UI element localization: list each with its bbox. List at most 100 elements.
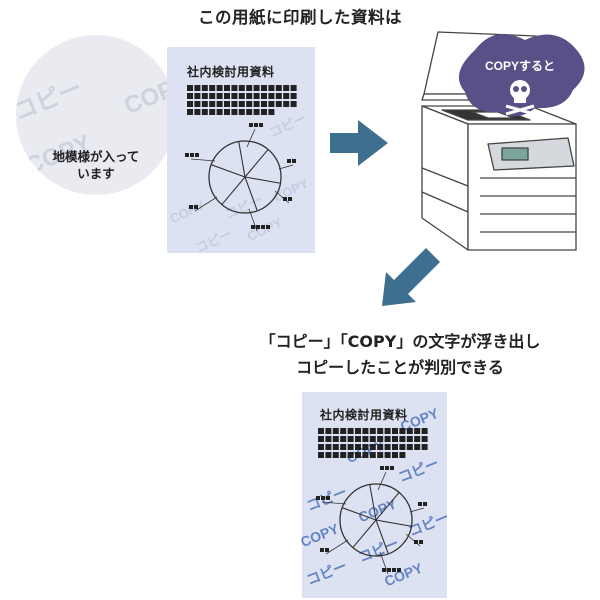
label-block bbox=[287, 159, 291, 163]
text-block bbox=[194, 109, 201, 115]
label-block bbox=[261, 225, 265, 229]
text-block bbox=[216, 93, 223, 99]
text-block bbox=[392, 428, 398, 434]
label-block bbox=[418, 502, 422, 506]
text-block bbox=[318, 428, 324, 434]
text-block bbox=[231, 109, 238, 115]
original-doc-title: 社内検討用資料 bbox=[187, 65, 275, 79]
text-block bbox=[399, 452, 406, 458]
text-block bbox=[187, 101, 193, 107]
text-block bbox=[275, 85, 282, 91]
label-block bbox=[385, 466, 389, 470]
text-block bbox=[209, 85, 216, 91]
text-block bbox=[318, 452, 324, 458]
copied-document-watermarks: COPY COPY コピー コピー COPY コピー COPY コピー コピー … bbox=[298, 405, 451, 590]
pie-slice-line bbox=[375, 519, 412, 527]
text-block bbox=[209, 93, 216, 99]
label-block bbox=[380, 466, 384, 470]
text-block bbox=[332, 444, 339, 450]
label-block bbox=[414, 540, 418, 544]
text-block bbox=[231, 101, 238, 107]
text-block bbox=[261, 85, 267, 91]
circle-watermark-jp: コピー bbox=[16, 74, 86, 126]
text-block bbox=[355, 428, 361, 434]
pie-outline bbox=[208, 140, 282, 214]
text-block bbox=[268, 101, 275, 107]
pie-slice-line bbox=[244, 149, 269, 178]
original-document-watermarks: コピー COPY COPY コピー コピー COPY bbox=[167, 110, 311, 256]
text-block bbox=[377, 436, 384, 442]
text-block bbox=[194, 85, 201, 91]
text-block bbox=[187, 93, 193, 99]
pie-slice-line bbox=[244, 176, 281, 184]
circle-caption-line1: 地模様が入って bbox=[52, 149, 140, 164]
speech-bubble: COPYすると bbox=[458, 33, 585, 117]
text-block bbox=[340, 452, 347, 458]
text-block bbox=[268, 93, 275, 99]
text-block bbox=[362, 452, 369, 458]
text-block bbox=[421, 444, 428, 450]
heading-mid-line2: コピーしたことが判別できる bbox=[296, 358, 504, 377]
text-block bbox=[347, 444, 354, 450]
label-block bbox=[251, 225, 255, 229]
pie-slice-line bbox=[369, 484, 377, 521]
copied-doc-title: 社内検討用資料 bbox=[320, 408, 408, 422]
label-block bbox=[316, 496, 320, 500]
text-block bbox=[377, 444, 384, 450]
copied-doc-content bbox=[316, 428, 428, 575]
text-block bbox=[325, 436, 332, 442]
text-block bbox=[414, 428, 421, 434]
circle-caption-line2: います bbox=[77, 166, 115, 181]
arrow-down-left-icon bbox=[382, 248, 440, 306]
pie-slice-line bbox=[238, 141, 246, 178]
label-block bbox=[387, 568, 391, 572]
leader-line bbox=[248, 208, 258, 232]
text-block bbox=[332, 436, 339, 442]
text-block bbox=[216, 85, 223, 91]
text-block bbox=[332, 452, 339, 458]
original-doc-content bbox=[185, 85, 297, 232]
text-block bbox=[369, 452, 376, 458]
text-block bbox=[362, 436, 369, 442]
heading-top: この用紙に印刷した資料は bbox=[198, 8, 402, 27]
text-block bbox=[340, 428, 347, 434]
leader-line bbox=[409, 507, 425, 513]
label-block bbox=[283, 197, 287, 201]
text-block bbox=[187, 85, 193, 91]
text-block bbox=[399, 428, 406, 434]
label-block bbox=[392, 568, 396, 572]
text-block bbox=[275, 93, 282, 99]
text-block bbox=[253, 101, 260, 107]
text-block bbox=[347, 436, 354, 442]
text-block bbox=[201, 109, 208, 115]
label-block bbox=[195, 153, 199, 157]
text-block bbox=[384, 428, 391, 434]
text-block bbox=[406, 436, 413, 442]
text-block bbox=[340, 436, 347, 442]
label-block bbox=[320, 548, 324, 552]
text-block bbox=[194, 93, 201, 99]
text-block bbox=[261, 101, 267, 107]
text-block bbox=[399, 436, 406, 442]
text-block bbox=[253, 109, 260, 115]
label-block bbox=[249, 123, 253, 127]
label-block bbox=[321, 496, 325, 500]
label-block bbox=[288, 197, 292, 201]
text-block bbox=[377, 428, 384, 434]
text-block bbox=[355, 444, 361, 450]
text-block bbox=[283, 85, 290, 91]
text-block bbox=[325, 428, 332, 434]
arrow-right-icon bbox=[330, 120, 388, 166]
text-block bbox=[246, 101, 253, 107]
skull-icon bbox=[505, 80, 535, 116]
label-block bbox=[397, 568, 401, 572]
text-block bbox=[421, 436, 428, 442]
text-block bbox=[347, 428, 354, 434]
text-block bbox=[253, 85, 260, 91]
text-block bbox=[201, 101, 208, 107]
label-block bbox=[325, 548, 329, 552]
text-block bbox=[238, 101, 245, 107]
text-block bbox=[421, 428, 428, 434]
pie-slice-line bbox=[244, 176, 258, 212]
text-block bbox=[392, 444, 398, 450]
